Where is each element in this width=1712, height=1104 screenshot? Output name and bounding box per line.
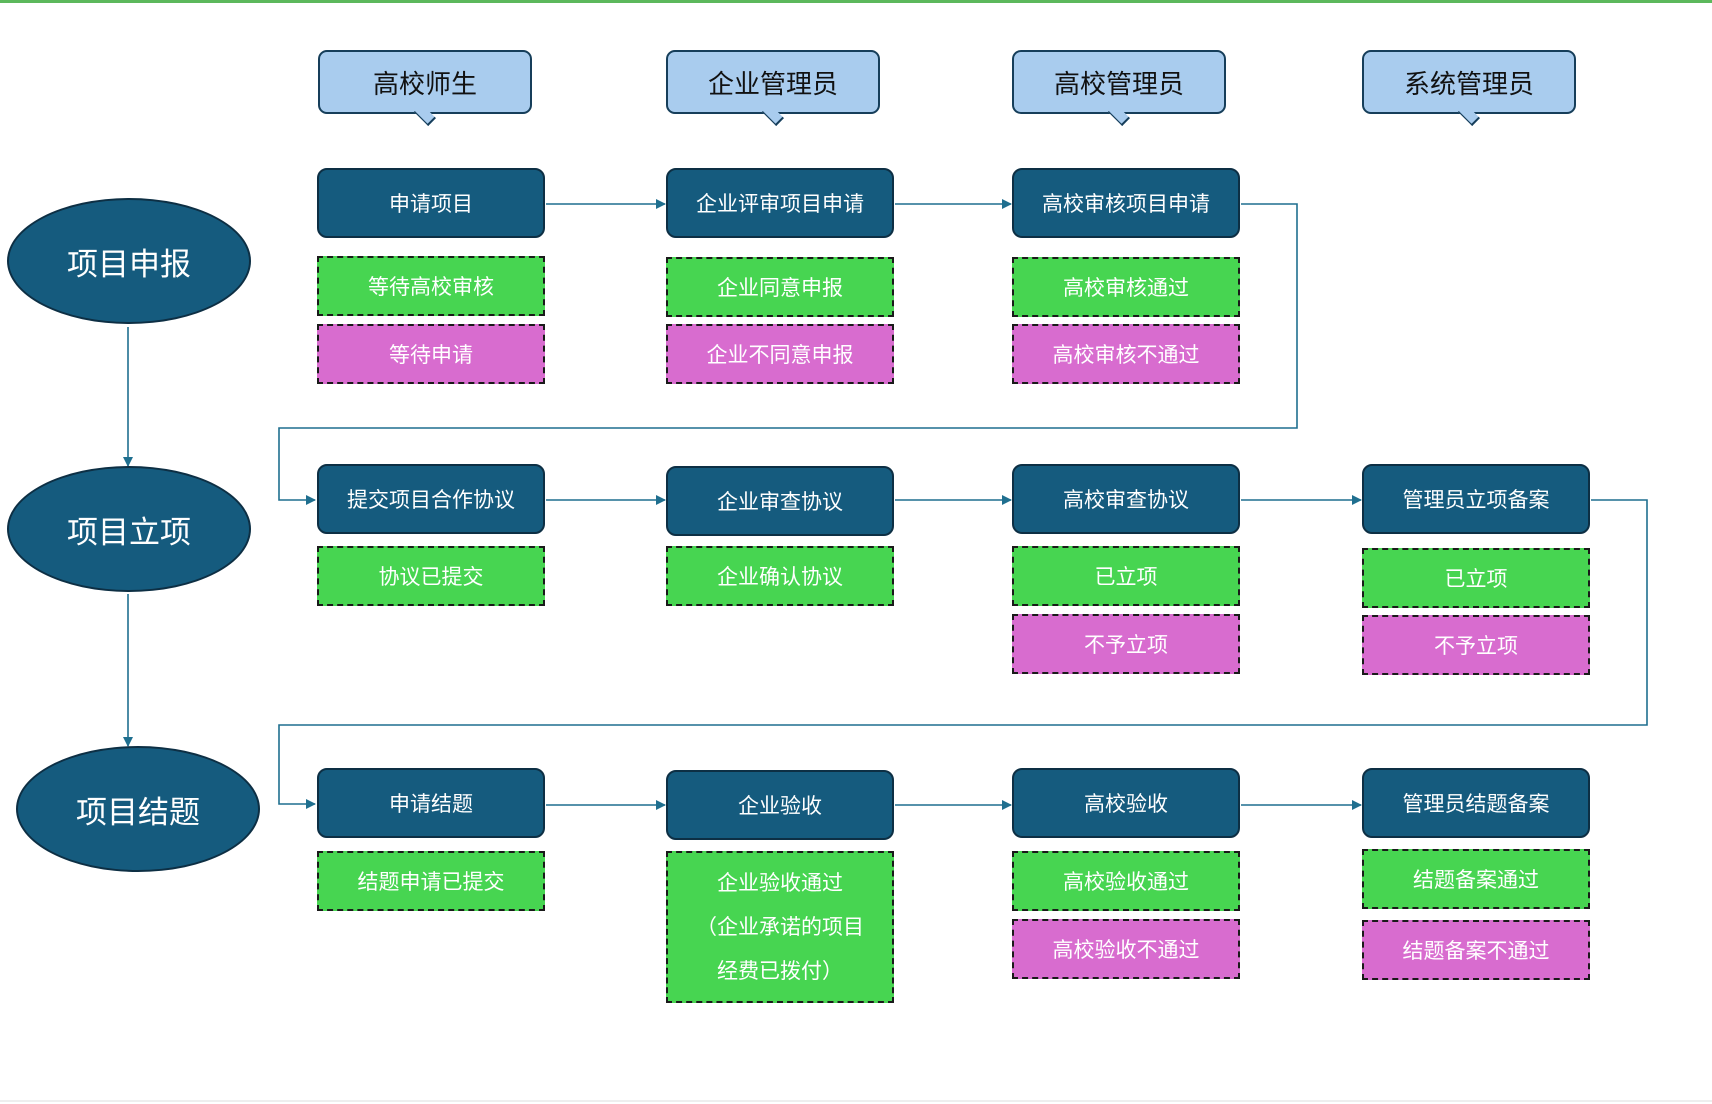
role-header-system-admin: 系统管理员 bbox=[1362, 50, 1576, 114]
status-label: 高校验收不通过 bbox=[1052, 938, 1200, 962]
status-label: 企业不同意申报 bbox=[706, 343, 854, 367]
step-label: 申请结题 bbox=[389, 792, 473, 816]
step-label: 申请项目 bbox=[389, 192, 473, 216]
status-label: 企业确认协议 bbox=[717, 565, 843, 589]
phase-label: 项目结题 bbox=[76, 794, 200, 831]
status-fail: 不予立项 bbox=[1012, 614, 1240, 674]
step-enterprise-review-application: 企业评审项目申请 bbox=[666, 168, 894, 238]
bottom-border bbox=[0, 1100, 1712, 1102]
phase-project-approval: 项目立项 bbox=[7, 466, 251, 592]
status-pass: 企业同意申报 bbox=[666, 257, 894, 317]
status-label: 结题申请已提交 bbox=[357, 870, 505, 894]
step-label: 管理员结题备案 bbox=[1402, 792, 1550, 816]
status-pass: 已立项 bbox=[1012, 546, 1240, 606]
status-pass: 已立项 bbox=[1362, 548, 1590, 608]
status-pass-multiline: 企业验收通过 （企业承诺的项目 经费已拨付） bbox=[666, 851, 894, 1003]
step-submit-cooperation-agreement: 提交项目合作协议 bbox=[317, 464, 545, 534]
step-label: 高校审查协议 bbox=[1063, 488, 1189, 512]
status-label: 结题备案不通过 bbox=[1402, 939, 1550, 963]
status-fail: 不予立项 bbox=[1362, 615, 1590, 675]
phase-label: 项目立项 bbox=[67, 514, 191, 551]
role-label: 企业管理员 bbox=[707, 69, 838, 100]
step-enterprise-acceptance: 企业验收 bbox=[666, 770, 894, 840]
step-enterprise-review-agreement: 企业审查协议 bbox=[666, 466, 894, 536]
step-university-review-agreement: 高校审查协议 bbox=[1012, 464, 1240, 534]
phase-project-completion: 项目结题 bbox=[16, 746, 260, 872]
step-university-acceptance: 高校验收 bbox=[1012, 768, 1240, 838]
status-label: 经费已拨付） bbox=[717, 959, 843, 983]
status-label: 等待高校审核 bbox=[368, 275, 494, 299]
step-label: 企业验收 bbox=[738, 794, 822, 818]
step-label: 高校验收 bbox=[1084, 792, 1168, 816]
step-label: 企业审查协议 bbox=[717, 490, 843, 514]
status-label: 不予立项 bbox=[1084, 633, 1168, 657]
status-pass: 协议已提交 bbox=[317, 546, 545, 606]
status-fail: 高校审核不通过 bbox=[1012, 324, 1240, 384]
status-fail: 企业不同意申报 bbox=[666, 324, 894, 384]
status-pass: 等待高校审核 bbox=[317, 256, 545, 316]
status-label: 不予立项 bbox=[1434, 634, 1518, 658]
row1-to-row2-connector bbox=[278, 203, 1298, 505]
role-header-enterprise-admin: 企业管理员 bbox=[666, 50, 880, 114]
phase-project-application: 项目申报 bbox=[7, 198, 251, 324]
status-fail: 等待申请 bbox=[317, 324, 545, 384]
status-pass: 结题申请已提交 bbox=[317, 851, 545, 911]
role-label: 高校师生 bbox=[372, 69, 477, 100]
role-header-teachers-students: 高校师生 bbox=[318, 50, 532, 114]
step-admin-approval-filing: 管理员立项备案 bbox=[1362, 464, 1590, 534]
status-pass: 结题备案通过 bbox=[1362, 849, 1590, 909]
step-label: 管理员立项备案 bbox=[1402, 488, 1550, 512]
status-label: 企业验收通过 bbox=[717, 871, 843, 895]
step-label: 企业评审项目申请 bbox=[696, 192, 864, 216]
step-university-audit-application: 高校审核项目申请 bbox=[1012, 168, 1240, 238]
status-fail: 结题备案不通过 bbox=[1362, 920, 1590, 980]
phase-label: 项目申报 bbox=[67, 246, 191, 283]
status-label: （企业承诺的项目 bbox=[696, 915, 864, 939]
status-label: 高校审核不通过 bbox=[1052, 343, 1200, 367]
status-fail: 高校验收不通过 bbox=[1012, 919, 1240, 979]
step-apply-completion: 申请结题 bbox=[317, 768, 545, 838]
step-label: 高校审核项目申请 bbox=[1042, 192, 1210, 216]
role-label: 系统管理员 bbox=[1403, 69, 1534, 100]
status-pass: 高校审核通过 bbox=[1012, 257, 1240, 317]
status-label: 等待申请 bbox=[389, 343, 473, 367]
status-label: 企业同意申报 bbox=[717, 276, 843, 300]
role-label: 高校管理员 bbox=[1053, 69, 1184, 100]
top-border bbox=[0, 0, 1712, 3]
status-label: 已立项 bbox=[1094, 565, 1158, 589]
status-label: 高校审核通过 bbox=[1063, 276, 1189, 300]
row2-to-row3-connector bbox=[278, 499, 1648, 809]
status-label: 协议已提交 bbox=[378, 565, 484, 589]
role-header-university-admin: 高校管理员 bbox=[1012, 50, 1226, 114]
step-label: 提交项目合作协议 bbox=[347, 488, 515, 512]
step-apply-project: 申请项目 bbox=[317, 168, 545, 238]
status-label: 结题备案通过 bbox=[1413, 868, 1539, 892]
status-pass: 高校验收通过 bbox=[1012, 851, 1240, 911]
step-admin-completion-filing: 管理员结题备案 bbox=[1362, 768, 1590, 838]
status-label: 已立项 bbox=[1444, 567, 1508, 591]
status-label: 高校验收通过 bbox=[1063, 870, 1189, 894]
status-pass: 企业确认协议 bbox=[666, 546, 894, 606]
